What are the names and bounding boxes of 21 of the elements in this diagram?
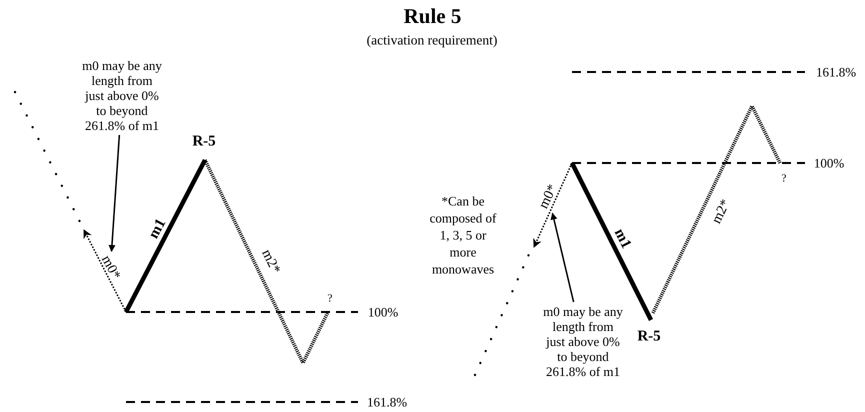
- arrow: [550, 212, 574, 302]
- level-label: 161.8%: [816, 66, 856, 78]
- point-label: R-5: [637, 330, 661, 344]
- wave-label: m2*: [710, 198, 734, 226]
- question-mark: ?: [782, 174, 786, 184]
- footnote: *Can be composed of 1, 3, 5 or more monowaves: [428, 192, 498, 278]
- wave-label: m1: [146, 216, 170, 242]
- annotation-text: m0 may be any length from just above 0% to beyond 261.8% of m1: [81, 58, 163, 133]
- level-label: 100%: [814, 156, 844, 170]
- wave-label: m0*: [536, 182, 561, 212]
- level-label: 161.8%: [366, 396, 408, 408]
- wave-label: m2*: [258, 248, 282, 276]
- annotation-text: m0 may be any length from just above 0% to beyond 261.8% of m1: [542, 304, 624, 379]
- question-mark: ?: [328, 294, 332, 304]
- title: Rule 5: [402, 6, 462, 27]
- wave-label: m0*: [98, 253, 123, 282]
- level-label: 100%: [368, 306, 398, 318]
- arrow: [108, 134, 120, 252]
- wave-label: m1: [610, 226, 634, 252]
- subtitle: (activation requirement): [366, 33, 498, 47]
- point-label: R-5: [192, 134, 216, 150]
